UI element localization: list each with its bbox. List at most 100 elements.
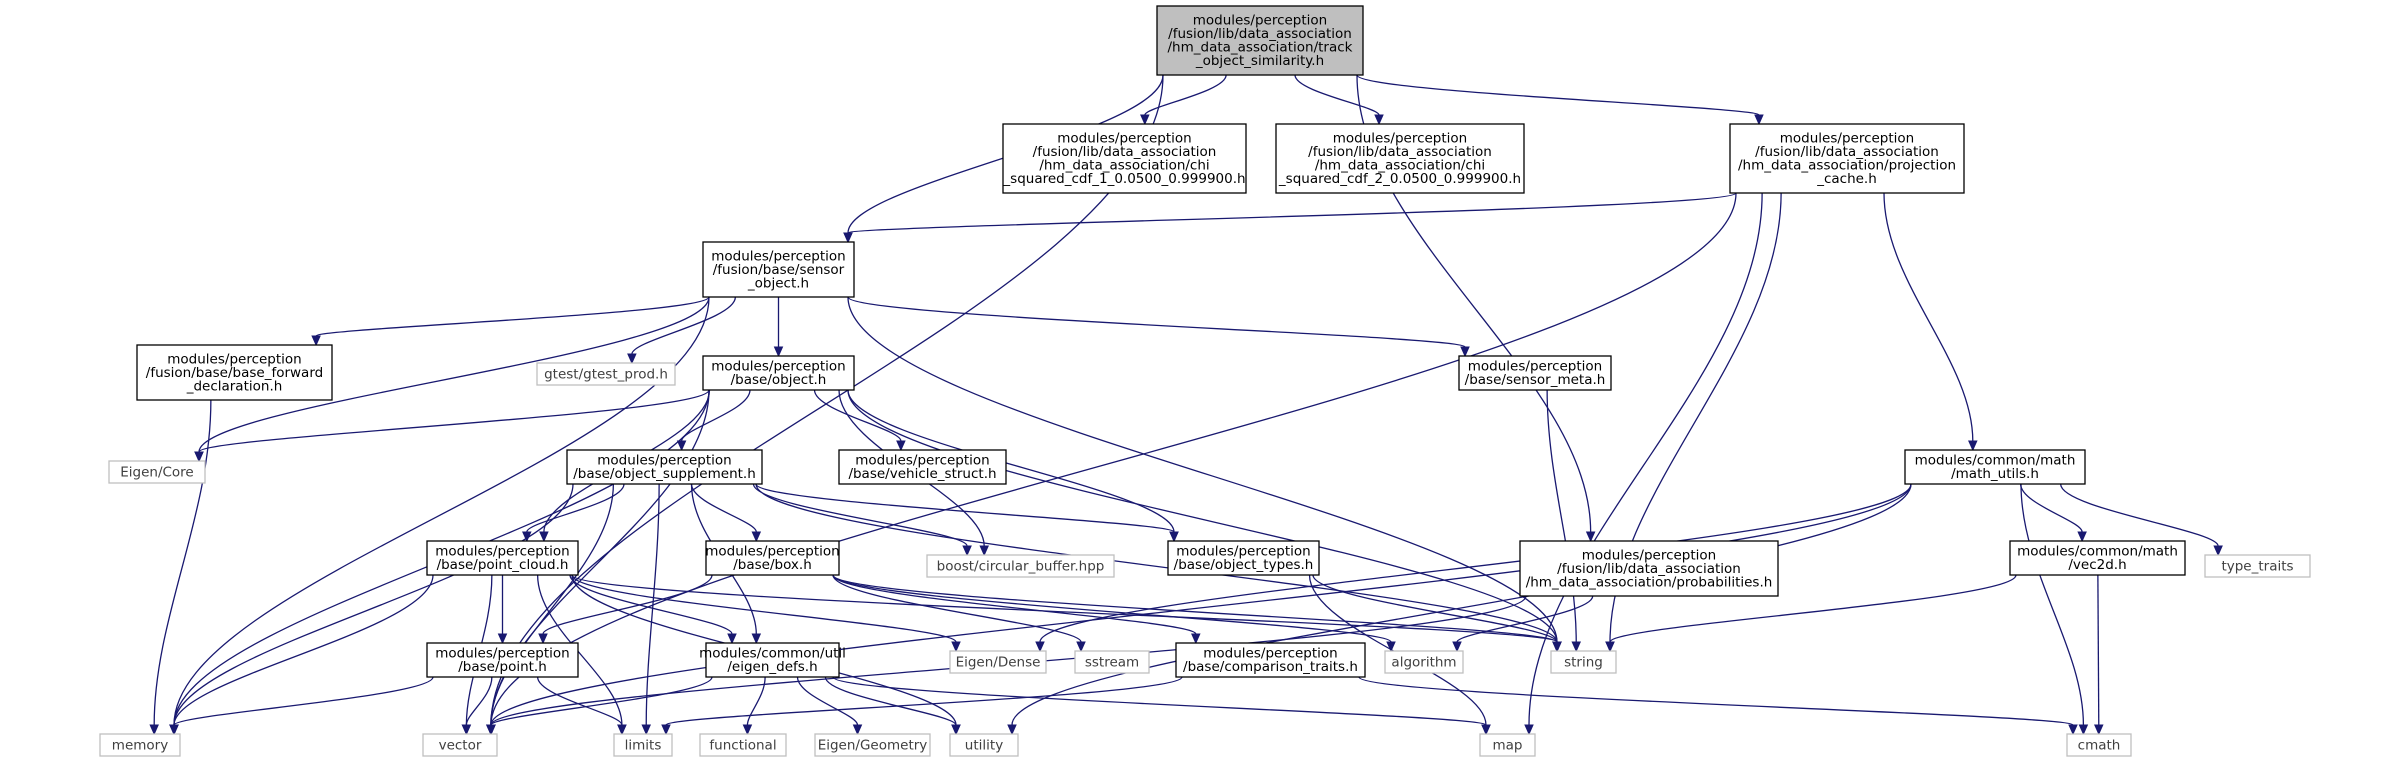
edge-line xyxy=(1609,574,2017,643)
edge-line xyxy=(832,676,1487,726)
dependency-edge xyxy=(832,574,1086,653)
node-label-line: modules/common/util xyxy=(699,646,846,662)
dependency-edge xyxy=(486,676,713,736)
edge-arrowhead xyxy=(461,724,472,736)
edge-line xyxy=(173,676,434,726)
node-box xyxy=(426,540,579,576)
node-object-types[interactable]: modules/perception/base/object_types.h xyxy=(1167,540,1320,576)
node-label-line: modules/common/math xyxy=(1915,453,2076,469)
edge-arrowhead xyxy=(641,724,651,736)
edge-line xyxy=(755,483,1175,533)
node-chi2[interactable]: modules/perception/fusion/lib/data_assoc… xyxy=(1275,123,1525,194)
edge-line xyxy=(1294,74,1380,116)
edge-line xyxy=(1356,74,1760,116)
node-box xyxy=(1458,355,1612,391)
node-label-line: modules/perception xyxy=(1057,131,1191,147)
edge-line xyxy=(847,296,1466,348)
edge-line xyxy=(536,574,623,726)
edge-arrowhead xyxy=(1585,531,1596,543)
edge-line xyxy=(645,483,660,726)
node-label-line: modules/perception xyxy=(1203,646,1337,662)
node-label-line: _cache.h xyxy=(1816,171,1877,187)
node-label-line: modules/common/math xyxy=(2017,544,2178,560)
node-vec2d[interactable]: modules/common/math/vec2d.h xyxy=(2009,540,2186,576)
node-label-line: sstream xyxy=(1085,654,1139,670)
node-chi1[interactable]: modules/perception/fusion/lib/data_assoc… xyxy=(1002,123,1247,194)
node-label-line: /fusion/lib/data_association xyxy=(1168,26,1352,42)
node-box xyxy=(2009,540,2186,576)
edge-line xyxy=(173,483,574,726)
dependency-edge xyxy=(536,676,627,736)
edge-arrowhead xyxy=(751,531,762,543)
edge-arrowhead xyxy=(169,724,179,736)
node-point-cloud[interactable]: modules/perception/base/point_cloud.h xyxy=(426,540,579,576)
edge-arrowhead xyxy=(497,633,508,645)
node-box[interactable]: modules/perception/base/box.h xyxy=(705,540,840,576)
node-label-line: modules/perception xyxy=(435,544,569,560)
edge-line xyxy=(1528,192,1763,726)
edge-arrowhead xyxy=(1524,724,1534,736)
node-label-line: /eigen_defs.h xyxy=(727,659,817,675)
node-label-line: /base/object_supplement.h xyxy=(573,466,756,482)
node-comparison-traits[interactable]: modules/perception/base/comparison_trait… xyxy=(1175,642,1366,678)
node-base-forward[interactable]: modules/perception/fusion/base/base_forw… xyxy=(136,344,333,401)
node-box xyxy=(699,733,787,757)
node-object-supplement[interactable]: modules/perception/base/object_supplemen… xyxy=(566,449,763,485)
edge-arrowhead xyxy=(1191,633,1201,645)
node-label-line: _squared_cdf_2_0.0500_0.999900.h xyxy=(1278,171,1521,187)
node-label-line: /math_utils.h xyxy=(1951,466,2039,482)
dependency-edge xyxy=(1883,192,1978,452)
node-label-line: /hm_data_association/track xyxy=(1168,40,1353,56)
dependency-edge xyxy=(773,296,784,358)
node-label-line: modules/perception xyxy=(1176,544,1310,560)
node-point-h[interactable]: modules/perception/base/point.h xyxy=(426,642,579,678)
edge-line xyxy=(1312,574,1558,643)
edge-line xyxy=(847,389,1175,533)
edge-arrowhead xyxy=(676,440,687,452)
node-label-line: /hm_data_association/projection xyxy=(1738,158,1956,174)
dependency-edge xyxy=(824,676,961,736)
node-box xyxy=(949,650,1047,674)
dependency-edge xyxy=(627,296,737,365)
dependency-edge xyxy=(169,483,574,736)
edge-line xyxy=(173,574,434,726)
dependency-edge xyxy=(843,192,1737,244)
node-label-line: /hm_data_association/chi xyxy=(1039,158,1209,174)
edge-line xyxy=(847,192,1737,234)
node-sensor-meta[interactable]: modules/perception/base/sensor_meta.h xyxy=(1458,355,1612,391)
node-utility: utility xyxy=(949,733,1019,757)
node-box xyxy=(949,733,1019,757)
node-box xyxy=(1275,123,1525,194)
node-eigen-defs[interactable]: modules/common/util/eigen_defs.h xyxy=(699,642,846,678)
edge-arrowhead xyxy=(539,531,549,543)
node-object-h[interactable]: modules/perception/base/object.h xyxy=(702,355,855,391)
node-probabilities[interactable]: modules/perception/fusion/lib/data_assoc… xyxy=(1519,540,1779,597)
edge-line xyxy=(847,389,1558,643)
node-label-line: /fusion/base/base_forward xyxy=(146,365,323,381)
node-box xyxy=(705,540,840,576)
edge-arrowhead xyxy=(1754,114,1764,126)
dependency-edge xyxy=(2059,483,2223,557)
node-projection[interactable]: modules/perception/fusion/lib/data_assoc… xyxy=(1729,123,1965,194)
node-label-line: /fusion/lib/data_association xyxy=(1033,144,1217,160)
node-box xyxy=(1167,540,1320,576)
node-label-line: /base/object.h xyxy=(731,372,827,388)
node-vehicle-struct[interactable]: modules/perception/base/vehicle_struct.h xyxy=(838,449,1007,485)
dependency-edge xyxy=(847,296,1470,358)
dependency-edge xyxy=(755,483,1179,543)
node-sensor-object[interactable]: modules/perception/fusion/base/sensor_ob… xyxy=(702,241,855,298)
node-math-utils[interactable]: modules/common/math/math_utils.h xyxy=(1904,449,2086,485)
edge-line xyxy=(490,676,713,726)
dependency-edge xyxy=(1358,676,2078,736)
edge-line xyxy=(173,296,710,726)
node-label-line: /vec2d.h xyxy=(2068,557,2126,573)
node-box xyxy=(702,241,855,298)
node-cmath: cmath xyxy=(2066,733,2132,757)
edge-arrowhead xyxy=(194,451,204,463)
node-box xyxy=(422,733,498,757)
node-box xyxy=(1156,5,1364,76)
node-functional: functional xyxy=(699,733,787,757)
edge-arrowhead xyxy=(852,724,863,736)
edge-arrowhead xyxy=(1605,641,1615,653)
